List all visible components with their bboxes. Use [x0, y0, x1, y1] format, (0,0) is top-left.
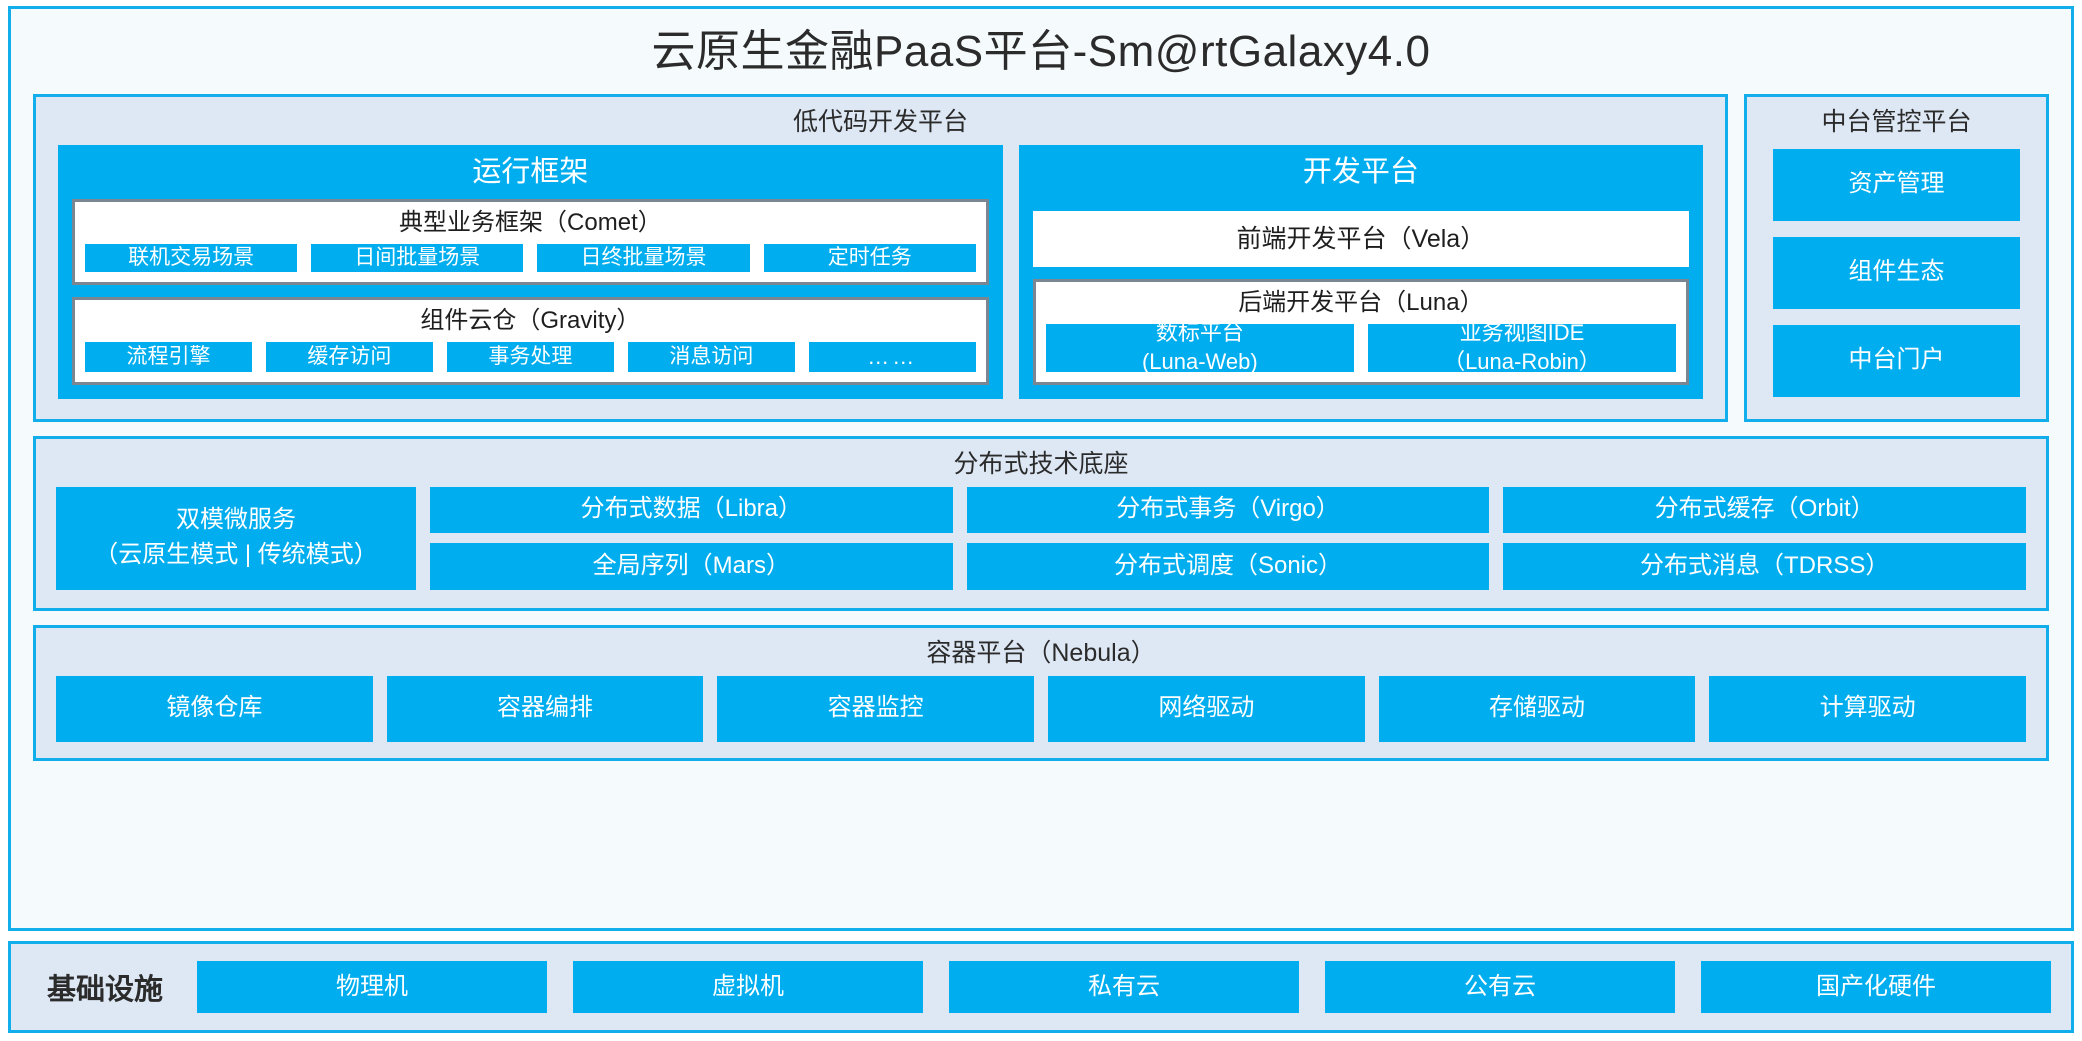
infrastructure-item-physical-machine[interactable]: 物理机	[197, 961, 548, 1013]
container-item-compute-driver[interactable]: 计算驱动	[1709, 675, 2027, 742]
infrastructure-panel: 基础设施 物理机 虚拟机 私有云 公有云 国产化硬件	[8, 941, 2074, 1033]
global-sequence-mars[interactable]: 全局序列（Mars）	[430, 543, 953, 590]
infrastructure-label: 基础设施	[47, 974, 164, 1006]
midoffice-item-component-ecosystem[interactable]: 组件生态	[1773, 236, 2020, 309]
container-item-storage-driver[interactable]: 存储驱动	[1378, 675, 1696, 742]
distributed-cache-orbit[interactable]: 分布式缓存（Orbit）	[1503, 486, 2027, 534]
gravity-item-process-engine[interactable]: 流程引擎	[85, 342, 252, 372]
luna-robin-chip[interactable]: 业务视图IDE （Luna-Robin）	[1367, 320, 1676, 374]
distributed-column-2: 分布式事务（Virgo） 分布式调度（Sonic）	[966, 486, 1490, 590]
comet-item-eod-batch[interactable]: 日终批量场景	[537, 244, 750, 273]
luna-web-chip[interactable]: 数标平台 (Luna-Web)	[1045, 320, 1354, 374]
container-item-image-registry[interactable]: 镜像仓库	[56, 675, 373, 742]
midoffice-platform-body: 资产管理 组件生态 中台门户	[1747, 145, 2046, 419]
luna-web-code: (Luna-Web)	[1141, 348, 1258, 374]
luna-robin-code: （Luna-Robin）	[1443, 348, 1601, 374]
runtime-framework-block[interactable]: 运行框架 典型业务框架（Comet） 联机交易场景 日间批量场景 日终批量场景 …	[58, 144, 1003, 399]
luna-chip-row: 数标平台 (Luna-Web) 业务视图IDE （Luna-Robin）	[1045, 320, 1676, 374]
distributed-scheduling-sonic[interactable]: 分布式调度（Sonic）	[966, 543, 1490, 590]
top-row: 低代码开发平台 运行框架 典型业务框架（Comet） 联机交易场景 日间批量场景	[33, 93, 2049, 422]
container-platform-title: 容器平台（Nebula）	[926, 638, 1156, 667]
distributed-foundation-body: 双模微服务 （云原生模式 | 传统模式） 分布式数据（Libra） 全局序列（M…	[36, 486, 2046, 608]
dual-mode-microservice-name: 双模微服务	[176, 506, 296, 534]
gravity-card[interactable]: 组件云仓（Gravity） 流程引擎 缓存访问 事务处理 消息访问 ……	[72, 297, 989, 385]
distributed-column-3: 分布式缓存（Orbit） 分布式消息（TDRSS）	[1503, 486, 2027, 590]
backend-platform-luna-card[interactable]: 后端开发平台（Luna） 数标平台 (Luna-Web) 业务视图IDE （Lu…	[1032, 279, 1689, 385]
infrastructure-item-private-cloud[interactable]: 私有云	[949, 961, 1300, 1013]
container-platform-panel[interactable]: 容器平台（Nebula） 镜像仓库 容器编排 容器监控 网络驱动 存储驱动 计算…	[33, 624, 2049, 761]
distributed-transaction-virgo[interactable]: 分布式事务（Virgo）	[966, 486, 1490, 534]
comet-card[interactable]: 典型业务框架（Comet） 联机交易场景 日间批量场景 日终批量场景 定时任务	[72, 199, 989, 286]
lowcode-platform-panel[interactable]: 低代码开发平台 运行框架 典型业务框架（Comet） 联机交易场景 日间批量场景	[33, 93, 1728, 422]
container-item-network-driver[interactable]: 网络驱动	[1048, 675, 1365, 742]
gravity-title: 组件云仓（Gravity）	[420, 307, 641, 335]
comet-item-intraday-batch[interactable]: 日间批量场景	[311, 244, 524, 273]
infrastructure-item-domestic-hardware[interactable]: 国产化硬件	[1701, 961, 2052, 1013]
gravity-item-ellipsis[interactable]: ……	[808, 342, 976, 372]
distributed-column-1: 分布式数据（Libra） 全局序列（Mars）	[430, 486, 953, 590]
container-item-monitoring[interactable]: 容器监控	[717, 675, 1035, 742]
runtime-framework-title: 运行框架	[472, 155, 589, 188]
frontend-platform-vela[interactable]: 前端开发平台（Vela）	[1032, 211, 1689, 268]
comet-item-scheduled-task[interactable]: 定时任务	[763, 244, 976, 273]
infrastructure-row: 物理机 虚拟机 私有云 公有云 国产化硬件	[197, 961, 2052, 1013]
infrastructure-item-virtual-machine[interactable]: 虚拟机	[573, 961, 924, 1013]
comet-title: 典型业务框架（Comet）	[399, 209, 662, 237]
gravity-item-cache-access[interactable]: 缓存访问	[265, 342, 433, 372]
luna-robin-name: 业务视图IDE	[1459, 320, 1585, 346]
distributed-foundation-panel[interactable]: 分布式技术底座 双模微服务 （云原生模式 | 传统模式） 分布式数据（Libra…	[33, 435, 2049, 611]
midoffice-item-asset-management[interactable]: 资产管理	[1773, 148, 2020, 221]
lowcode-platform-body: 运行框架 典型业务框架（Comet） 联机交易场景 日间批量场景 日终批量场景 …	[36, 144, 1725, 419]
dual-mode-microservice-chip[interactable]: 双模微服务 （云原生模式 | 传统模式）	[56, 486, 416, 590]
comet-item-online-trade[interactable]: 联机交易场景	[85, 244, 298, 273]
development-platform-block[interactable]: 开发平台 前端开发平台（Vela） 后端开发平台（Luna） 数标平台 (Lun…	[1018, 144, 1703, 399]
dual-mode-microservice-modes: （云原生模式 | 传统模式）	[94, 541, 378, 569]
distributed-foundation-title: 分布式技术底座	[953, 449, 1129, 478]
midoffice-platform-title: 中台管控平台	[1821, 107, 1972, 136]
container-platform-body: 镜像仓库 容器编排 容器监控 网络驱动 存储驱动 计算驱动	[36, 675, 2046, 758]
gravity-item-transaction[interactable]: 事务处理	[446, 342, 614, 372]
development-platform-title: 开发平台	[1302, 155, 1419, 188]
backend-platform-luna-title: 后端开发平台（Luna）	[1238, 289, 1484, 317]
comet-chip-row: 联机交易场景 日间批量场景 日终批量场景 定时任务	[85, 244, 976, 273]
infrastructure-item-public-cloud[interactable]: 公有云	[1325, 961, 1676, 1013]
page-title: 云原生金融PaaS平台-Sm@rtGalaxy4.0	[651, 27, 1431, 76]
gravity-chip-row: 流程引擎 缓存访问 事务处理 消息访问 ……	[85, 342, 976, 372]
runtime-card-stack: 典型业务框架（Comet） 联机交易场景 日间批量场景 日终批量场景 定时任务	[72, 199, 989, 385]
platform-main-shell: 云原生金融PaaS平台-Sm@rtGalaxy4.0 低代码开发平台 运行框架 …	[8, 6, 2074, 931]
distributed-data-libra[interactable]: 分布式数据（Libra）	[430, 486, 953, 534]
luna-web-name: 数标平台	[1155, 320, 1244, 346]
midoffice-item-portal[interactable]: 中台门户	[1773, 324, 2020, 397]
midoffice-platform-panel[interactable]: 中台管控平台 资产管理 组件生态 中台门户	[1744, 93, 2049, 422]
gravity-item-message-access[interactable]: 消息访问	[627, 342, 795, 372]
distributed-message-tdrss[interactable]: 分布式消息（TDRSS）	[1503, 543, 2027, 590]
container-item-orchestration[interactable]: 容器编排	[386, 675, 704, 742]
lowcode-platform-title: 低代码开发平台	[792, 107, 968, 136]
